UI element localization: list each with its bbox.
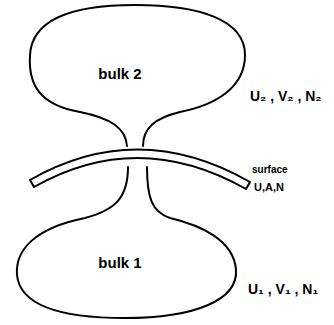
variable-label: U₁ , V₁ , N₁	[248, 281, 318, 297]
bulk-region: bulk 2	[25, 3, 255, 148]
region-name: bulk 1	[98, 254, 141, 271]
bulk-outline	[30, 5, 245, 146]
region-name: bulk 2	[98, 65, 141, 82]
bulk-region: bulk 1	[12, 163, 242, 322]
variable-label: surface	[252, 164, 288, 175]
variable-label: U,A,N	[254, 181, 284, 193]
variable-label: U₂ , V₂ , N₂	[250, 88, 322, 104]
bulk-outline	[17, 167, 236, 318]
bulk-outline	[12, 163, 242, 322]
